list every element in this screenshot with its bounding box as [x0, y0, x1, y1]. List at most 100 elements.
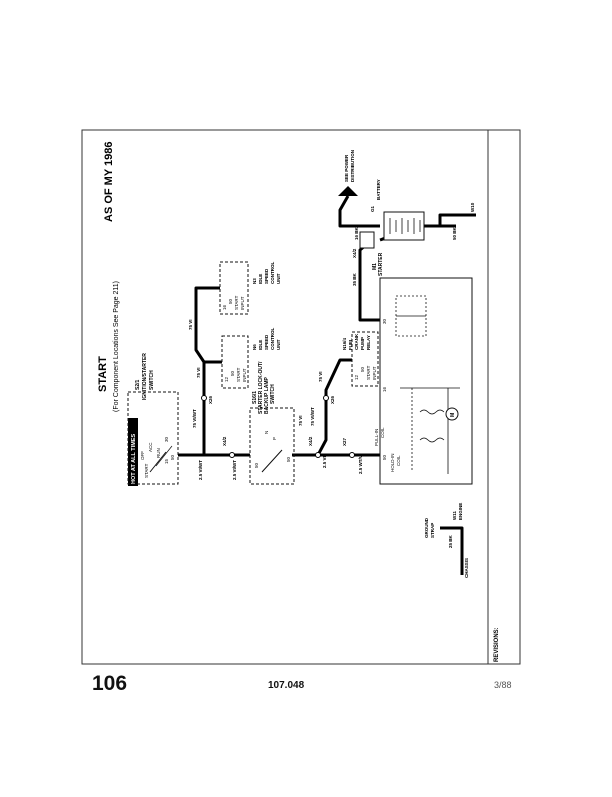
battery-ground-code: W10 — [470, 202, 475, 212]
connector-x4-label: X4/2 — [352, 248, 357, 258]
connector-x4-2b-icon — [315, 452, 321, 458]
wire-label-12: 75 VI — [298, 415, 303, 426]
fuel-lbl: START — [366, 365, 371, 380]
battery-code: G1 — [370, 205, 375, 212]
main-wires — [178, 195, 476, 575]
wire-label-6: 75 VI — [318, 371, 323, 382]
connector-x26b-label: X26 — [330, 395, 335, 404]
connector-x27-icon — [349, 452, 355, 458]
ignition-pos-acc: ACC — [148, 442, 153, 452]
ignition-code: S2/1 — [135, 379, 141, 390]
ignition-name2: SWITCH — [149, 370, 155, 390]
starter-pin-50: 50 — [382, 454, 387, 460]
lockout-name: STARTER LOCK-OUT/ — [258, 361, 264, 414]
starter-box — [379, 277, 473, 485]
connector-x4-2a-icon — [229, 452, 235, 458]
idle-b-name2: SPEED — [264, 268, 269, 284]
ignition-name: IGNITION/STARTER — [142, 353, 148, 400]
fuel-name: FUEL — [348, 338, 353, 350]
distribution-label: SEE POWER — [344, 154, 349, 182]
lockout-pin-50: 50 — [254, 462, 259, 468]
starter-internals — [395, 295, 460, 474]
motor-icon — [445, 407, 459, 421]
document-date: 3/88 — [494, 680, 512, 690]
idle-a-name4: UNIT — [276, 339, 281, 350]
lockout-pin-50a: 50 — [286, 456, 291, 462]
lockout-name3: SWITCH — [270, 384, 276, 404]
idle-a-name3: CONTROL — [270, 328, 275, 350]
ignition-pin-30: 30 — [164, 436, 169, 442]
wire-label-11: 16 BK — [354, 226, 359, 240]
ignition-contact-2 — [155, 445, 173, 467]
engine-label: ENGINE — [458, 503, 463, 520]
connector-x26a-label: X26 — [208, 395, 213, 404]
motor-label: M — [450, 413, 456, 417]
wire-label-2: 75 VI/WT — [192, 409, 197, 428]
idle-a-code: N6 — [252, 344, 257, 350]
idle-b-lbl2: INPUT — [240, 296, 245, 310]
idle-a-name2: SPEED — [264, 334, 269, 350]
wire-label-4: 2.5 VI/WT — [198, 460, 203, 480]
starter-pull-in-2: COIL — [380, 427, 385, 438]
starter-pin-16: 16 — [382, 386, 387, 392]
starter-hold-in-2: COIL — [396, 455, 401, 466]
hold-coil — [419, 437, 445, 443]
starter-pin-30: 30 — [382, 318, 387, 324]
ignition-pin-50: 50 — [170, 454, 175, 460]
ground-strap-label-2: STRAP — [430, 523, 435, 538]
wire-label-9: 2.5 WT/VI — [358, 454, 363, 474]
connector-x26b-icon — [323, 395, 329, 401]
fuel-code: N16/4 — [342, 337, 347, 350]
fuel-name2: CRANK — [354, 333, 359, 350]
fuel-pin: 12 — [354, 374, 359, 380]
lockout-contact — [261, 449, 283, 473]
idle-b-pin: 16 — [222, 304, 227, 310]
field-coil — [419, 409, 445, 415]
starter-code: M1 — [372, 263, 378, 270]
wire-fuel-relay — [316, 358, 352, 456]
lockout-pos-p: P — [272, 437, 277, 440]
distribution-arrow-icon — [338, 186, 358, 196]
idle-control-a-box — [221, 335, 249, 389]
wire-label-8: 2.5 VI — [322, 456, 327, 468]
wire-label-5: 2.5 VI/WT — [232, 460, 237, 480]
connector-x27-label: X27 — [342, 437, 347, 446]
engine-ground-wire: 25 BK — [448, 534, 453, 548]
idle-a-lbl2: INPUT — [242, 368, 247, 382]
starter-hold-in-1: HOLD-IN — [390, 453, 395, 472]
chassis-label: CHASSIS — [464, 558, 469, 578]
starter-name: STARTER — [378, 252, 384, 276]
lockout-switch-box — [249, 407, 295, 485]
revisions-label: REVISIONS: — [494, 627, 500, 662]
inline-connectors — [201, 395, 355, 458]
wire-label-10: 35 BK — [352, 272, 357, 286]
idle-a-name: IDLE — [258, 340, 263, 350]
idle-b-name: IDLE — [258, 274, 263, 284]
lockout-name2: BACKUP LAMP — [264, 376, 270, 414]
lockout-pos-n: N — [264, 431, 269, 434]
page-subtitle: (For Component Locations See Page 211) — [113, 281, 120, 412]
ground-strap-label: GROUND — [424, 517, 429, 538]
ignition-contact — [149, 451, 167, 473]
ignition-pos-off: OFF — [140, 451, 145, 460]
wire-battery-distribution — [338, 195, 380, 228]
idle-a-lbl: START — [236, 367, 241, 382]
model-year-label: AS OF MY 1986 — [103, 142, 115, 223]
ignition-pos-start: START — [144, 463, 149, 478]
starter-pull-in-1: PULL-IN — [374, 429, 379, 446]
connector-x4-box — [359, 231, 375, 249]
ignition-pin-15: 15 — [164, 458, 169, 464]
idle-a-term: 50 — [230, 370, 235, 376]
lockout-code: S16/1 — [252, 391, 258, 404]
idle-b-code: N3 — [252, 278, 257, 284]
connector-x26a-icon — [201, 395, 207, 401]
battery-name: BATTERY — [376, 179, 381, 200]
battery-cells-icon — [389, 218, 421, 234]
idle-b-term: 50 — [228, 298, 233, 304]
fuel-lbl2: INPUT — [372, 366, 377, 380]
fuel-name3: PUMP — [360, 337, 365, 350]
wire-label-7: 75 VI/WT — [310, 407, 315, 426]
idle-b-lbl: START — [234, 295, 239, 310]
wire-label-1: 75 VI — [188, 319, 193, 330]
